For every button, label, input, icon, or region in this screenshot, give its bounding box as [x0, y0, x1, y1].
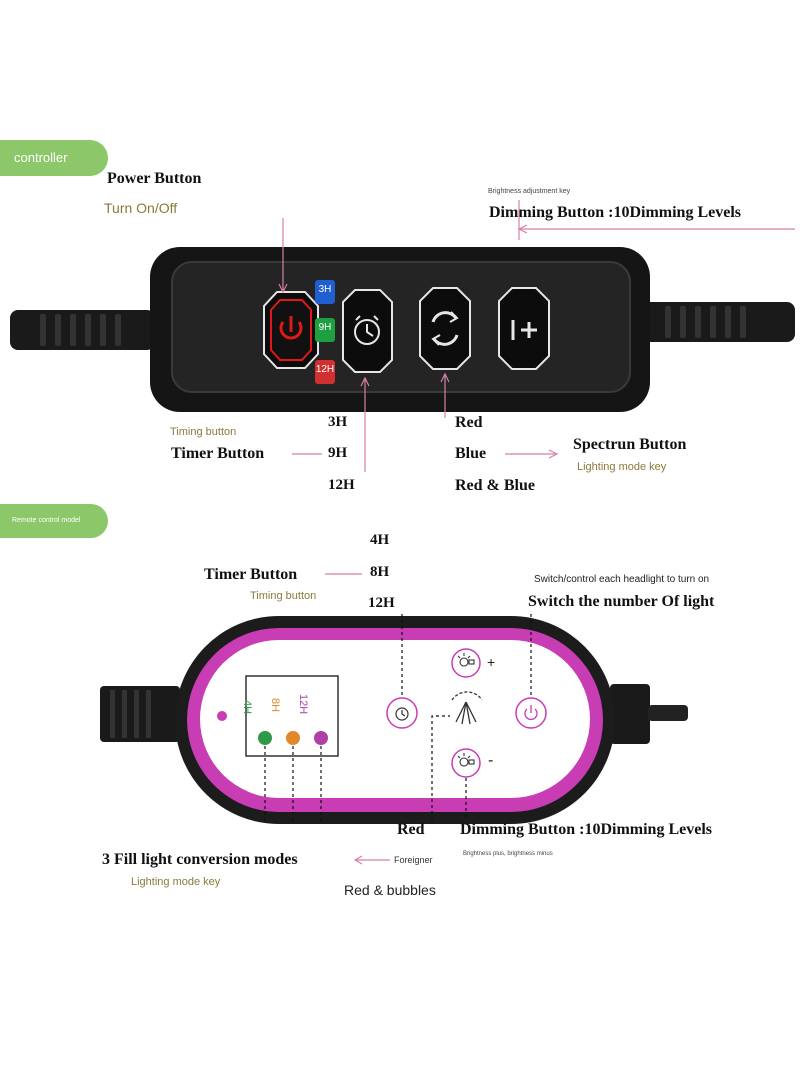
remote-timing-button-label: Timing button [250, 590, 317, 602]
refresh-cycle-icon [431, 311, 459, 346]
bulb-icon [457, 753, 475, 767]
color-red-blue: Red & Blue [455, 477, 535, 494]
controller-time-3h: 3H [328, 414, 348, 430]
remote-cable-left [100, 686, 180, 742]
remote-spectrum-button[interactable] [450, 691, 483, 729]
controller-power-button[interactable] [263, 291, 319, 369]
dimming-button-title: Dimming Button :10Dimming Levels [489, 204, 741, 221]
controller-cable-right [640, 302, 795, 342]
power-icon [279, 316, 303, 340]
light-rays-icon [451, 691, 483, 725]
remote-time-4h: 4H [370, 532, 390, 548]
remote-section-tag: Remote control model [0, 504, 108, 538]
lighting-mode-key-label: Lighting mode key [577, 461, 667, 473]
remote-dimming-title: Dimming Button :10Dimming Levels [460, 821, 712, 838]
remote-dot-green [258, 731, 272, 745]
alarm-clock-icon [354, 315, 380, 345]
switch-title: Switch the number Of light [528, 593, 715, 610]
remote-red-label: Red [397, 821, 425, 838]
brightness-minus-sign: - [488, 752, 494, 769]
badge-9h-label: 9H [318, 322, 332, 333]
remote-dot-purple [314, 731, 328, 745]
alarm-clock-icon [395, 707, 409, 721]
remote-timer-button[interactable] [386, 697, 418, 729]
remote-pink-leaders [325, 573, 390, 865]
controller-dimming-button[interactable] [498, 287, 550, 370]
timing-button-label: Timing button [170, 426, 237, 438]
brightness-key-label: Brightness adjustment key [488, 188, 571, 195]
switch-subtitle: Switch/control each headlight to turn on [534, 574, 710, 585]
remote-leader-lines [264, 614, 532, 822]
controller-spectrum-button[interactable] [419, 287, 471, 370]
controller-time-9h: 9H [328, 445, 348, 461]
badge-9h [315, 318, 335, 342]
fill-modes-title: 3 Fill light conversion modes [102, 851, 298, 868]
badge-12h [315, 360, 335, 384]
color-blue: Blue [455, 445, 487, 462]
controller-cable-left [10, 310, 155, 350]
panel-label-4h: 4H [241, 700, 253, 715]
power-button-title: Power Button [107, 170, 202, 187]
controller-time-12h: 12H [328, 477, 355, 493]
remote-dot-orange [286, 731, 300, 745]
remote-time-12h: 12H [368, 595, 395, 611]
spectrum-button-title: Spectrun Button [573, 436, 687, 453]
power-icon [524, 705, 538, 721]
remote-cable-right [610, 684, 688, 744]
remote-brightness-minus-button[interactable] [451, 748, 481, 778]
remote-time-8h: 8H [370, 564, 390, 580]
controller-section-tag: controller [0, 140, 108, 176]
badge-3h-label: 3H [318, 284, 332, 295]
badge-3h [315, 280, 335, 304]
power-button-subtitle: Turn On/Off [104, 200, 178, 216]
brightness-plus-minus-label: Brightness plus, brightness minus [463, 851, 553, 857]
remote-lighting-mode-key: Lighting mode key [131, 876, 221, 888]
panel-label-8h: 8H [269, 698, 281, 713]
color-red: Red [455, 414, 483, 431]
bulb-icon [457, 653, 475, 667]
remote-indicator-dot [217, 711, 227, 721]
remote-timer-title: Timer Button [204, 566, 298, 583]
remote-mode-panel [245, 675, 339, 757]
timer-button-title: Timer Button [171, 445, 265, 462]
brightness-plus-sign: + [487, 654, 496, 670]
controller-timer-button[interactable] [342, 289, 393, 373]
controller-leader-lines [278, 200, 795, 472]
remote-power-button[interactable] [515, 697, 547, 729]
red-bubbles-label: Red & bubbles [344, 882, 436, 898]
badge-12h-label: 12H [315, 364, 335, 375]
dimming-plus-icon [511, 320, 537, 340]
panel-label-12h: 12H [297, 694, 309, 715]
remote-brightness-plus-button[interactable] [451, 648, 481, 678]
foreigner-label: Foreigner [394, 855, 433, 865]
